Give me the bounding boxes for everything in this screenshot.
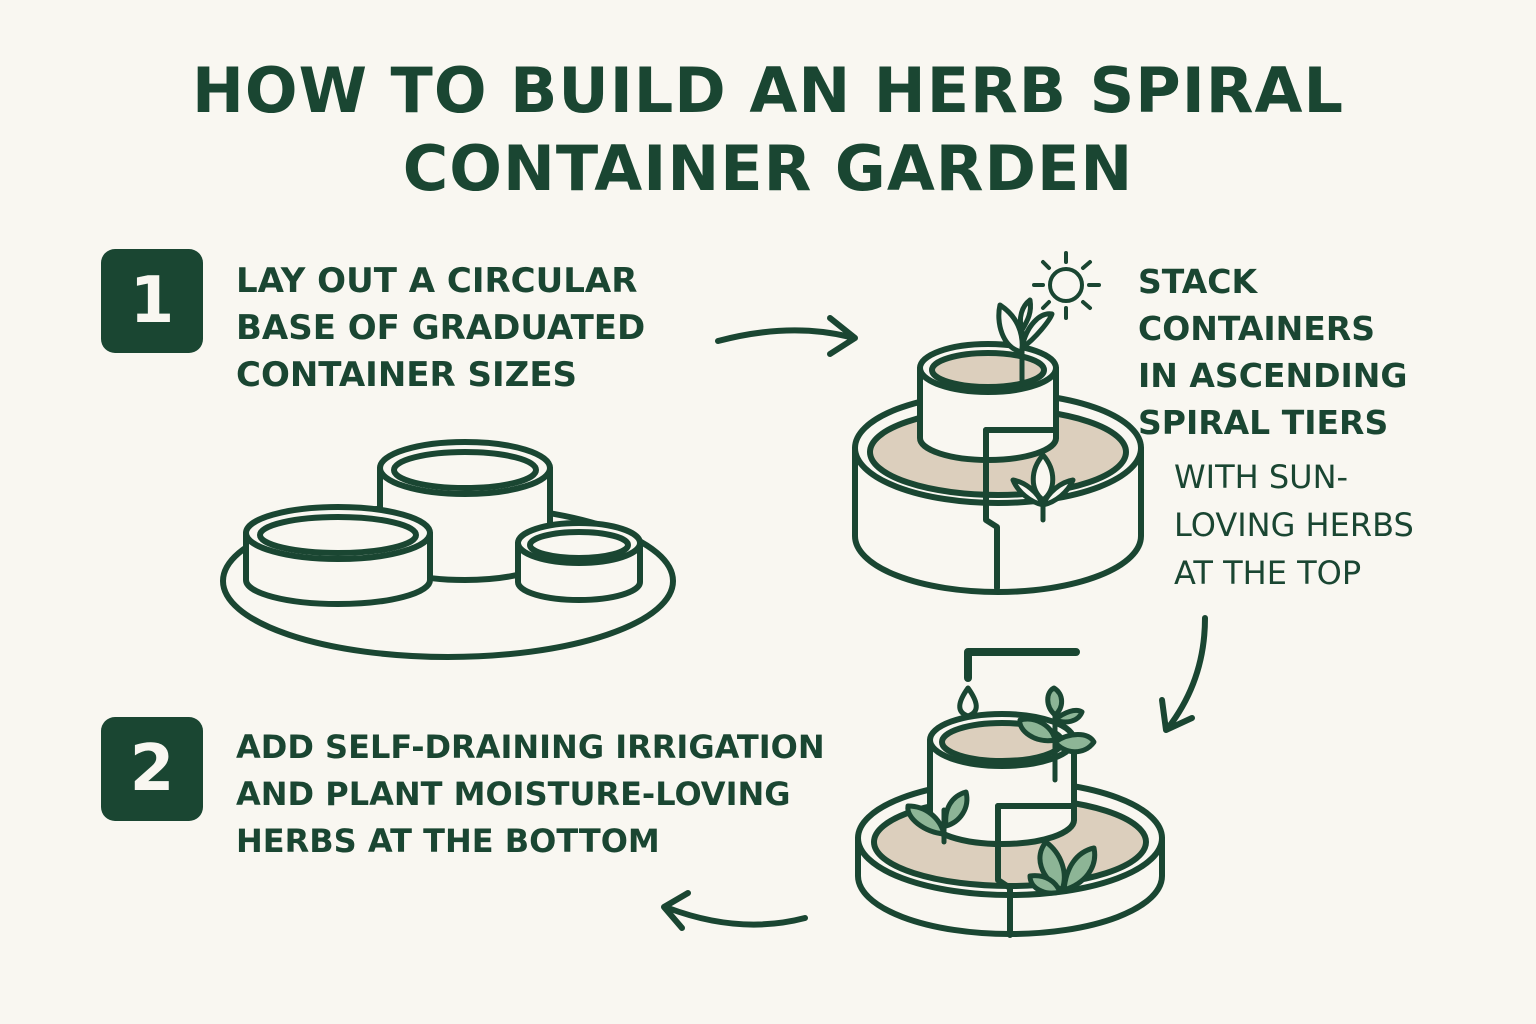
stack-step-line-2: CONTAINERS (1138, 309, 1375, 348)
base-containers-illustration (220, 439, 676, 660)
stack-sub-line-1: WITH SUN- (1174, 458, 1349, 496)
step-1-text: LAY OUT A CIRCULAR BASE OF GRADUATED CON… (236, 258, 645, 399)
stack-step-line-1: STACK (1138, 262, 1258, 301)
water-drop-icon (957, 685, 979, 719)
stack-step-line-4: SPIRAL TIERS (1138, 403, 1389, 442)
arrow-left-icon (661, 890, 808, 931)
sun-icon (1032, 251, 1101, 320)
irrigation-pipe (964, 648, 1080, 682)
step-1-line-1: LAY OUT A CIRCULAR (236, 261, 638, 301)
arrow-right-icon (715, 315, 858, 357)
irrigated-spiral-illustration (855, 648, 1165, 938)
leaf-icon (905, 789, 970, 845)
container-small (515, 520, 643, 603)
title-line-2: CONTAINER GARDEN (402, 132, 1134, 205)
herb-sprout-icon (1017, 685, 1097, 783)
step-2-line-2: AND PLANT MOISTURE-LOVING (236, 775, 791, 813)
step-2-line-1: ADD SELF-DRAINING IRRIGATION (236, 728, 825, 766)
spiral-stack-illustration (852, 251, 1144, 595)
step-2-badge: 2 (101, 717, 203, 821)
stack-sub-line-2: LOVING HERBS (1174, 506, 1414, 544)
step-1-line-2: BASE OF GRADUATED (236, 308, 646, 348)
container-medium (243, 504, 433, 607)
step-2-line-3: HERBS AT THE BOTTOM (236, 822, 660, 860)
title-line-1: HOW TO BUILD AN HERB SPIRAL (191, 54, 1345, 127)
step-1-badge: 1 (101, 249, 203, 353)
stack-step-text: STACK CONTAINERS IN ASCENDING SPIRAL TIE… (1138, 258, 1407, 446)
arrow-down-icon (1159, 615, 1208, 733)
stack-sub-line-3: AT THE TOP (1174, 554, 1362, 592)
stack-step-subtext: WITH SUN- LOVING HERBS AT THE TOP (1174, 453, 1414, 597)
stack-step-line-3: IN ASCENDING (1138, 356, 1408, 395)
leaf-icon (1010, 452, 1076, 523)
step-2-text: ADD SELF-DRAINING IRRIGATION AND PLANT M… (236, 724, 825, 865)
herb-sprout-icon (996, 297, 1055, 383)
leaf-icon (1027, 839, 1098, 896)
step-1-line-3: CONTAINER SIZES (236, 355, 578, 395)
page-title: HOW TO BUILD AN HERB SPIRAL CONTAINER GA… (0, 52, 1536, 208)
